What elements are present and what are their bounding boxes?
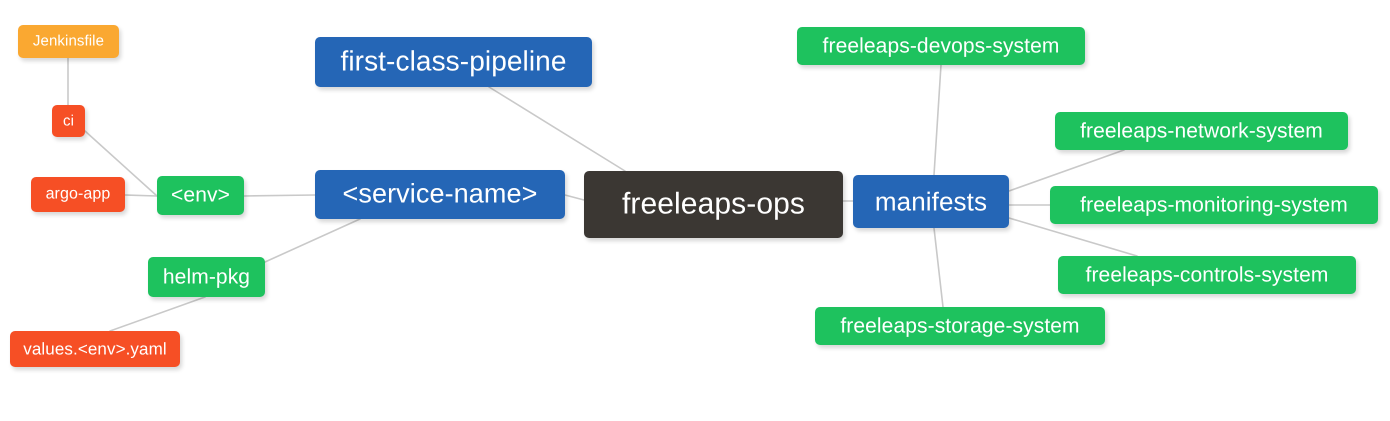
node-pipeline[interactable]: first-class-pipeline [315,37,592,87]
node-label-service-name: <service-name> [342,178,538,209]
edge-manifests-to-devops [933,64,942,176]
node-label-helm-pkg: helm-pkg [162,265,251,288]
node-service-name[interactable]: <service-name> [315,170,565,219]
node-label-root: freeleaps-ops [621,187,806,220]
node-label-storage: freeleaps-storage-system [840,314,1080,337]
node-ci[interactable]: ci [52,105,85,137]
node-label-jenkinsfile: Jenkinsfile [32,32,105,50]
edge-manifests-to-storage [933,227,944,308]
edge-pipeline-to-root [488,86,626,172]
node-label-monitoring: freeleaps-monitoring-system [1080,193,1348,216]
node-root[interactable]: freeleaps-ops [584,171,843,238]
node-controls[interactable]: freeleaps-controls-system [1058,256,1356,294]
node-label-manifests: manifests [874,186,988,216]
node-label-values-yaml: values.<env>.yaml [23,339,167,358]
node-storage[interactable]: freeleaps-storage-system [815,307,1105,345]
node-label-env: <env> [171,183,230,207]
node-monitoring[interactable]: freeleaps-monitoring-system [1050,186,1378,224]
edge-env-to-service-name [243,194,316,197]
node-label-network: freeleaps-network-system [1080,119,1323,142]
node-label-controls: freeleaps-controls-system [1085,263,1329,286]
edge-manifests-to-network [1008,149,1125,192]
node-env[interactable]: <env> [157,176,244,215]
node-network[interactable]: freeleaps-network-system [1055,112,1348,150]
node-devops[interactable]: freeleaps-devops-system [797,27,1085,65]
node-jenkinsfile[interactable]: Jenkinsfile [18,25,119,58]
edge-service-name-to-root [564,194,585,201]
edge-helm-pkg-to-service-name [264,218,361,263]
node-label-argo-app: argo-app [45,185,111,202]
node-argo-app[interactable]: argo-app [31,177,125,212]
node-values-yaml[interactable]: values.<env>.yaml [10,331,180,367]
node-manifests[interactable]: manifests [853,175,1009,228]
node-label-ci: ci [62,112,75,129]
edge-values-yaml-to-helm-pkg [109,296,206,332]
node-label-devops: freeleaps-devops-system [822,34,1060,57]
node-label-pipeline: first-class-pipeline [340,45,567,77]
edge-argo-app-to-env [124,194,158,197]
node-helm-pkg[interactable]: helm-pkg [148,257,265,297]
